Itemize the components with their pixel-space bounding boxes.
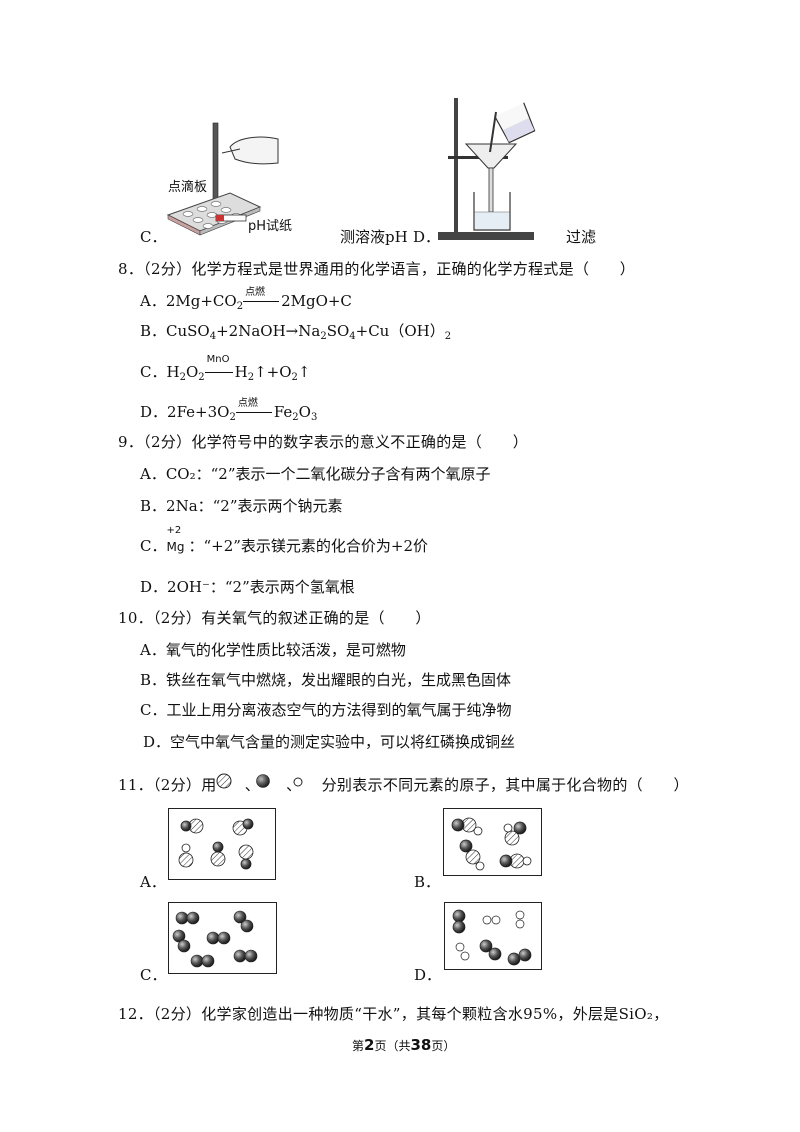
footer-post: 页） [431, 1039, 456, 1053]
q8-c-arrow [204, 372, 233, 373]
q10-option-d: D．空气中氧气含量的测定实验中，可以将红磷换成铜丝 [143, 733, 516, 751]
q11-option-a-label: A． [140, 873, 166, 891]
q9-c-symbol: Mg [166, 540, 185, 554]
q8-c-sub4: 2 [291, 372, 298, 383]
q8-d-condition: 点燃 [235, 398, 274, 419]
q8-d-cond-label: 点燃 [237, 398, 258, 409]
q8-b-sub4: 2 [444, 331, 452, 342]
q8-stem: 8．（2分）化学方程式是世界通用的化学语言，正确的化学方程式是（ ） [118, 260, 636, 278]
q9-option-a: A．CO₂：“2”表示一个二氧化碳分子含有两个氧原子 [140, 465, 491, 483]
q8-c-suffix: H [234, 363, 248, 381]
footer-mid: 页（共 [374, 1039, 411, 1053]
q9-c-label: C． [140, 537, 167, 555]
option-d-caption: 过滤 [566, 228, 597, 246]
q8-b-text3: SO [326, 322, 350, 340]
q8-b-text2: +2NaOH→Na [216, 322, 321, 340]
q8-c-prefix: C．H [140, 363, 180, 381]
ph-paper-label: pH试纸 [248, 219, 293, 234]
q8-d-suffix: Fe [273, 403, 293, 421]
q8-c-condition: MnO [204, 354, 235, 379]
tray-label: 点滴板 [168, 180, 208, 195]
q8-c-suffix2: ↑+O [254, 363, 292, 381]
q8-d-suffix2: O [298, 403, 311, 421]
q8-c-sub2: 2 [198, 372, 205, 383]
q11-stem-suffix: 分别表示不同元素的原子，其中属于化合物的（ ） [321, 776, 689, 794]
q9-c-text: ：“+2”表示镁元素的化合价为+2价 [188, 537, 429, 555]
q9-option-b: B．2Na：“2”表示两个钠元素 [140, 497, 343, 515]
legend-atoms [216, 773, 303, 789]
page-footer: 第2页（共38页） [352, 1036, 455, 1054]
q8-a-suffix: 2MgO+C [281, 292, 352, 310]
q11-sep1: 、 [244, 776, 260, 794]
q10-stem: 10．（2分）有关氧气的叙述正确的是（ ） [118, 609, 431, 627]
q8-c-sub3: 2 [247, 372, 255, 383]
q11-molecules [172, 817, 532, 968]
q8-a-prefix: A．2Mg+CO [140, 292, 237, 310]
q8-option-b: B．CuSO4+2NaOH→Na2SO4+Cu（OH）2 [140, 320, 451, 342]
q11-option-c-label: C． [140, 966, 167, 984]
q8-a-condition: 点燃 [243, 287, 281, 308]
q10-option-b: B．铁丝在氧气中燃烧，发出耀眼的白光，生成黑色固体 [140, 671, 512, 689]
q8-c-suffix3: ↑ [297, 363, 311, 381]
q8-d-arrow [235, 412, 272, 413]
q11-option-d-label: D． [414, 966, 442, 984]
q8-b-sub3: 4 [349, 331, 356, 342]
option-c-label: C． [140, 228, 167, 246]
q12-stem: 12．（2分）化学家创造出一种物质“干水”，其每个颗粒含水95%，外层是SiO₂… [118, 1005, 669, 1023]
q8-d-sub1: 2 [229, 412, 236, 423]
option-c-caption: 测溶液pH [340, 228, 408, 246]
q8-d-sub2: 2 [292, 412, 299, 423]
q8-c-o: O [185, 363, 199, 381]
q10-option-a: A．氧气的化学性质比较活泼，是可燃物 [140, 641, 406, 659]
q11-stem-prefix: 11．（2分）用 [118, 776, 217, 794]
q9-stem: 9．（2分）化学符号中的数字表示的意义不正确的是（ ） [118, 433, 528, 451]
q8-a-cond-label: 点燃 [245, 287, 266, 298]
footer-page-number: 2 [364, 1036, 375, 1054]
q9-c-sup: +2 [166, 525, 182, 536]
q8-b-sub1: 4 [209, 331, 217, 342]
q8-d-prefix: D．2Fe+3O [140, 403, 230, 421]
q11-stem: 11．（2分）用 、 、 分别表示不同元素的原子，其中属于化合物的（ ） [118, 774, 689, 795]
q11-option-b-label: B． [414, 873, 441, 891]
q10-option-c: C．工业上用分离液态空气的方法得到的氧气属于纯净物 [140, 701, 512, 719]
option-d-label: D． [413, 228, 441, 246]
q8-a-arrow [243, 301, 280, 302]
q8-c-sub1: 2 [179, 372, 186, 383]
footer-total-pages: 38 [410, 1036, 432, 1054]
q9-option-d: D．2OH⁻：“2”表示两个氢氧根 [140, 578, 355, 596]
q8-b-sub2: 2 [320, 331, 327, 342]
filtration-illustration [438, 98, 536, 240]
q8-c-cond-label: MnO [206, 354, 230, 365]
footer-pre: 第 [352, 1039, 365, 1053]
q8-a-sub: 2 [236, 301, 244, 312]
q8-b-text4: +Cu（OH） [355, 322, 445, 340]
ph-test-illustration [166, 122, 279, 236]
q8-d-sub3: 3 [310, 412, 318, 423]
q8-b-text1: B．CuSO [140, 322, 210, 340]
